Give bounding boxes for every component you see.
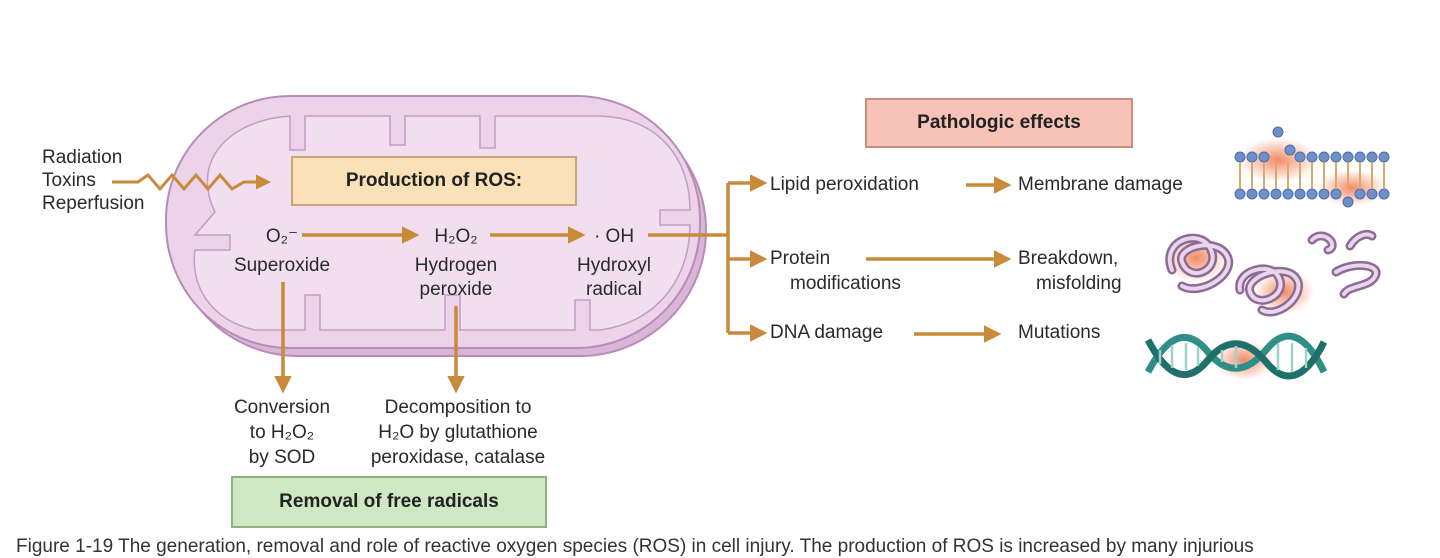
removal-sod-line2: to H₂O₂ xyxy=(249,422,315,443)
hydrogen-peroxide-name-line1: Hydrogen xyxy=(414,255,498,276)
hydrogen-peroxide-name-line2: peroxide xyxy=(419,279,493,300)
effect-lipid-peroxidation: Lipid peroxidation xyxy=(770,174,919,195)
result-mutations: Mutations xyxy=(1018,322,1101,343)
removal-sod-line3: by SOD xyxy=(248,447,316,468)
result-membrane-damage: Membrane damage xyxy=(1018,174,1183,195)
superoxide-name: Superoxide xyxy=(233,255,331,276)
removal-catalase-line2: H₂O by glutathione xyxy=(378,422,538,443)
source-toxins: Toxins xyxy=(42,170,96,191)
hydrogen-peroxide-formula: H₂O₂ xyxy=(434,226,478,247)
source-radiation: Radiation xyxy=(42,147,123,168)
pathologic-effects-box: Pathologic effects xyxy=(865,98,1133,148)
hydroxyl-name-line2: radical xyxy=(586,279,642,300)
result-breakdown-line2: misfolding xyxy=(1036,273,1122,294)
result-breakdown-line1: Breakdown, xyxy=(1018,248,1119,269)
membrane-illustration xyxy=(1234,126,1390,208)
figure-caption: Figure 1-19 The generation, removal and … xyxy=(16,536,1254,557)
dna-illustration xyxy=(1144,332,1328,380)
removal-catalase-line1: Decomposition to xyxy=(384,397,532,418)
hydroxyl-formula: · OH xyxy=(593,226,635,247)
effect-dna-damage: DNA damage xyxy=(770,322,884,343)
production-of-ros-box: Production of ROS: xyxy=(291,156,577,206)
effect-protein-line2: modifications xyxy=(790,273,901,294)
radiation-zigzag-arrow xyxy=(112,172,271,192)
source-reperfusion: Reperfusion xyxy=(42,193,145,214)
removal-catalase-line3: peroxidase, catalase xyxy=(370,447,546,468)
effects-branch-arrows xyxy=(648,174,768,342)
removal-sod-line1: Conversion xyxy=(233,397,331,418)
hydroxyl-name-line1: Hydroxyl xyxy=(577,255,651,276)
effect-protein-line1: Protein xyxy=(770,248,831,269)
protein-illustration xyxy=(1164,229,1381,317)
removal-of-free-radicals-box: Removal of free radicals xyxy=(231,476,547,528)
superoxide-formula: O₂⁻ xyxy=(265,226,299,247)
